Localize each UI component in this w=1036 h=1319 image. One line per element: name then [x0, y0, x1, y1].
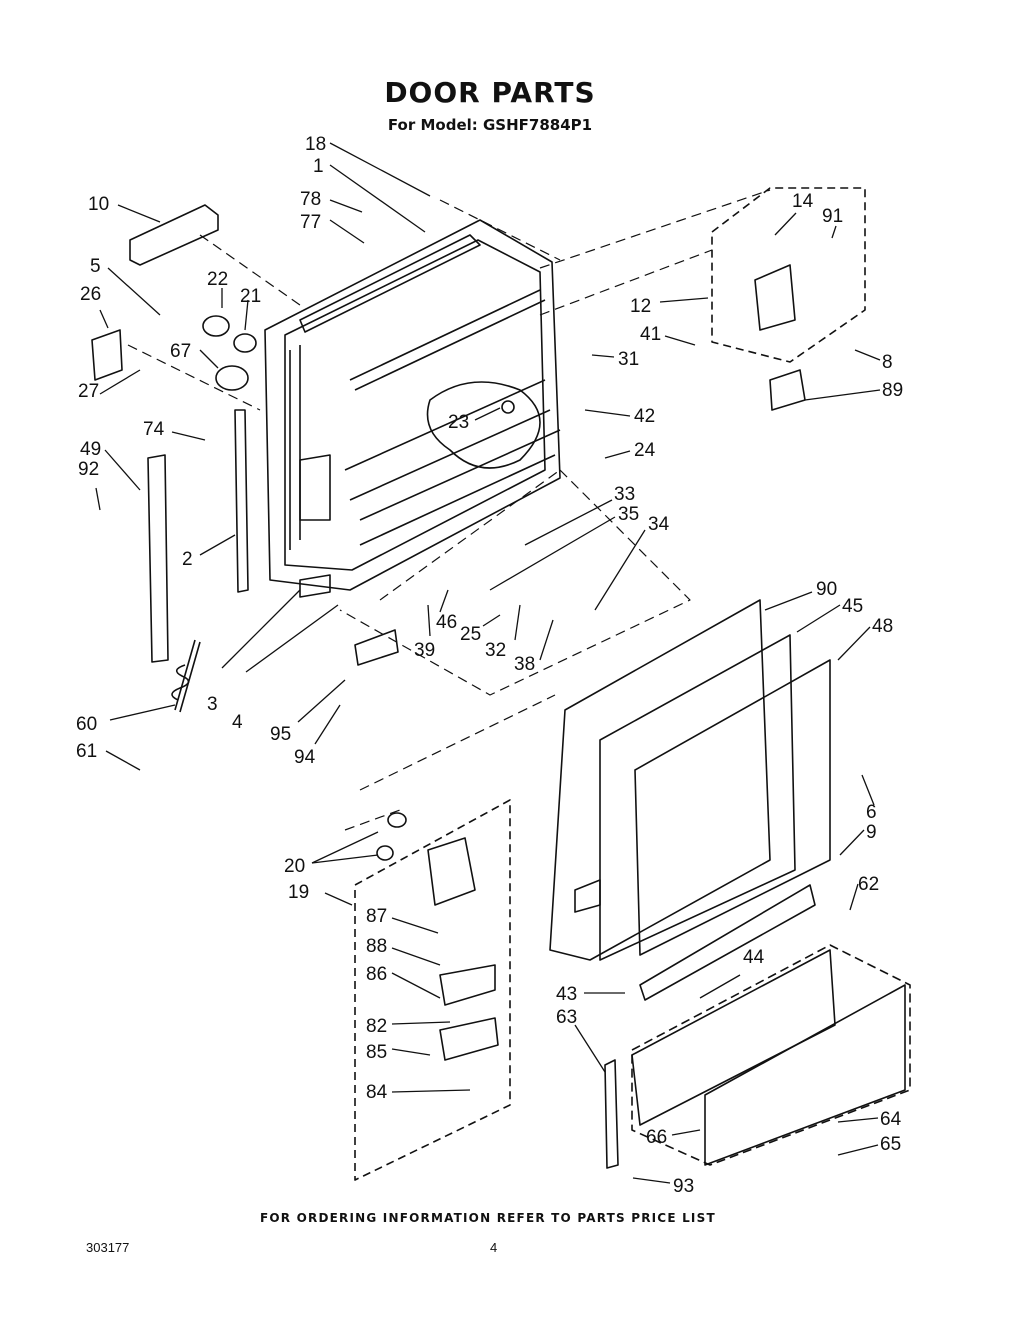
page-number: 4: [490, 1240, 498, 1255]
callout-12: 12: [630, 296, 651, 317]
callout-34: 34: [648, 514, 670, 535]
callout-95: 95: [270, 724, 291, 745]
callout-92: 92: [78, 459, 99, 480]
callout-23: 23: [448, 412, 469, 433]
bottom-panel: [604, 884, 911, 1169]
callout-35: 35: [618, 504, 639, 525]
callout-3: 3: [207, 694, 218, 715]
callout-43: 43: [556, 984, 577, 1005]
ordering-note: FOR ORDERING INFORMATION REFER TO PARTS …: [260, 1211, 716, 1225]
callout-19: 19: [288, 882, 309, 903]
callout-31: 31: [618, 349, 639, 370]
callout-66: 66: [646, 1127, 667, 1148]
callout-33: 33: [614, 484, 635, 505]
dispenser-assembly: [354, 799, 511, 1181]
callout-90: 90: [816, 579, 837, 600]
callout-63: 63: [556, 1007, 577, 1028]
callout-74: 74: [143, 419, 165, 440]
callout-89: 89: [882, 380, 903, 401]
callout-4: 4: [232, 712, 243, 733]
callout-26: 26: [80, 284, 101, 305]
callout-93: 93: [673, 1176, 694, 1197]
callout-25: 25: [460, 624, 481, 645]
callout-2: 2: [182, 549, 193, 570]
callout-labels: 1817877105262221672774499226061349594149…: [76, 134, 903, 1197]
inner-door-frame: [264, 219, 561, 591]
callout-9: 9: [866, 822, 877, 843]
door-panels: [549, 599, 831, 961]
callout-77: 77: [300, 212, 321, 233]
callout-49: 49: [80, 439, 101, 460]
callout-85: 85: [366, 1042, 387, 1063]
callout-6: 6: [866, 802, 877, 823]
callout-41: 41: [640, 324, 661, 345]
callout-62: 62: [858, 874, 879, 895]
callout-39: 39: [414, 640, 435, 661]
callout-91: 91: [822, 206, 843, 227]
callout-22: 22: [207, 269, 228, 290]
callout-5: 5: [90, 256, 101, 277]
callout-21: 21: [240, 286, 261, 307]
callout-82: 82: [366, 1016, 387, 1037]
callout-65: 65: [880, 1134, 901, 1155]
document-number: 303177: [86, 1240, 130, 1255]
callout-88: 88: [366, 936, 387, 957]
callout-20: 20: [284, 856, 305, 877]
callout-84: 84: [366, 1082, 388, 1103]
callout-46: 46: [436, 612, 457, 633]
callout-48: 48: [872, 616, 893, 637]
page-title: DOOR PARTS: [384, 76, 596, 109]
callout-45: 45: [842, 596, 863, 617]
callout-38: 38: [514, 654, 535, 675]
callout-27: 27: [78, 381, 99, 402]
callout-94: 94: [294, 747, 316, 768]
callout-24: 24: [634, 440, 656, 461]
left-parts: [91, 204, 399, 713]
callout-42: 42: [634, 406, 655, 427]
callout-8: 8: [882, 352, 893, 373]
callout-18: 18: [305, 134, 326, 155]
callout-86: 86: [366, 964, 387, 985]
callout-64: 64: [880, 1109, 902, 1130]
model-subtitle: For Model: GSHF7884P1: [387, 116, 593, 134]
callout-32: 32: [485, 640, 506, 661]
callout-44: 44: [743, 947, 765, 968]
callout-14: 14: [792, 191, 814, 212]
callout-10: 10: [88, 194, 109, 215]
callout-1: 1: [313, 156, 324, 177]
callout-60: 60: [76, 714, 97, 735]
callout-87: 87: [366, 906, 387, 927]
callout-67: 67: [170, 341, 191, 362]
callout-61: 61: [76, 741, 97, 762]
callout-78: 78: [300, 189, 321, 210]
